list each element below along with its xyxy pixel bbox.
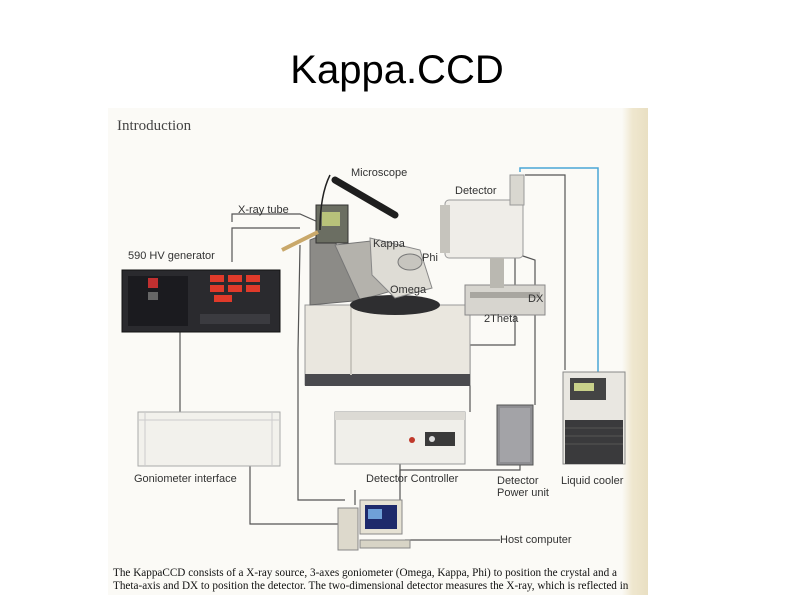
- label-detector-power-2: Power unit: [497, 487, 549, 499]
- detector-power-unit: [496, 404, 534, 466]
- label-goniometer-interface: Goniometer interface: [134, 473, 237, 485]
- interface-to-host-cable: [249, 466, 340, 525]
- figure-heading: Introduction: [117, 118, 192, 134]
- label-kappa: Kappa: [373, 238, 405, 250]
- label-hv-generator: 590 HV generator: [128, 250, 215, 262]
- label-phi: Phi: [422, 252, 438, 264]
- caption-line-1: The KappaCCD consists of a X-ray source,…: [113, 567, 617, 579]
- label-liquid-cooler: Liquid cooler: [561, 475, 624, 487]
- label-xray-tube: X-ray tube: [238, 204, 289, 216]
- connection-wires: [179, 174, 566, 541]
- hv-to-tube-cable: [231, 227, 300, 262]
- slide-title: Kappa.CCD: [290, 48, 504, 92]
- label-dx: DX: [528, 293, 544, 305]
- power-to-detector-cable: [519, 254, 536, 405]
- label-microscope: Microscope: [351, 167, 408, 179]
- page-edge-shadow: [622, 108, 648, 595]
- detector-controller: [334, 411, 466, 465]
- kappa-phi-arm: [369, 237, 433, 299]
- label-detector: Detector: [455, 185, 497, 197]
- caption-line-2: Theta-axis and DX to position the detect…: [113, 580, 629, 592]
- label-detector-power-1: Detector: [497, 475, 539, 487]
- xray-tube-leader: [231, 213, 319, 223]
- figure-caption: The KappaCCD consists of a X-ray source,…: [113, 567, 643, 593]
- detector: [440, 174, 525, 288]
- xray-tube-assembly: [281, 174, 399, 252]
- hv-generator: [121, 269, 281, 333]
- coolant-line: [519, 167, 599, 372]
- label-2theta: 2Theta: [484, 313, 519, 325]
- liquid-cooler: [562, 371, 626, 465]
- goniometer-interface: [137, 411, 281, 467]
- host-computer: [337, 499, 411, 551]
- label-host-computer: Host computer: [500, 534, 572, 546]
- goniometer-to-host-cable: [297, 244, 345, 501]
- label-omega: Omega: [390, 284, 427, 296]
- detector-to-cooler-cable: [525, 174, 566, 370]
- label-detector-controller: Detector Controller: [366, 473, 459, 485]
